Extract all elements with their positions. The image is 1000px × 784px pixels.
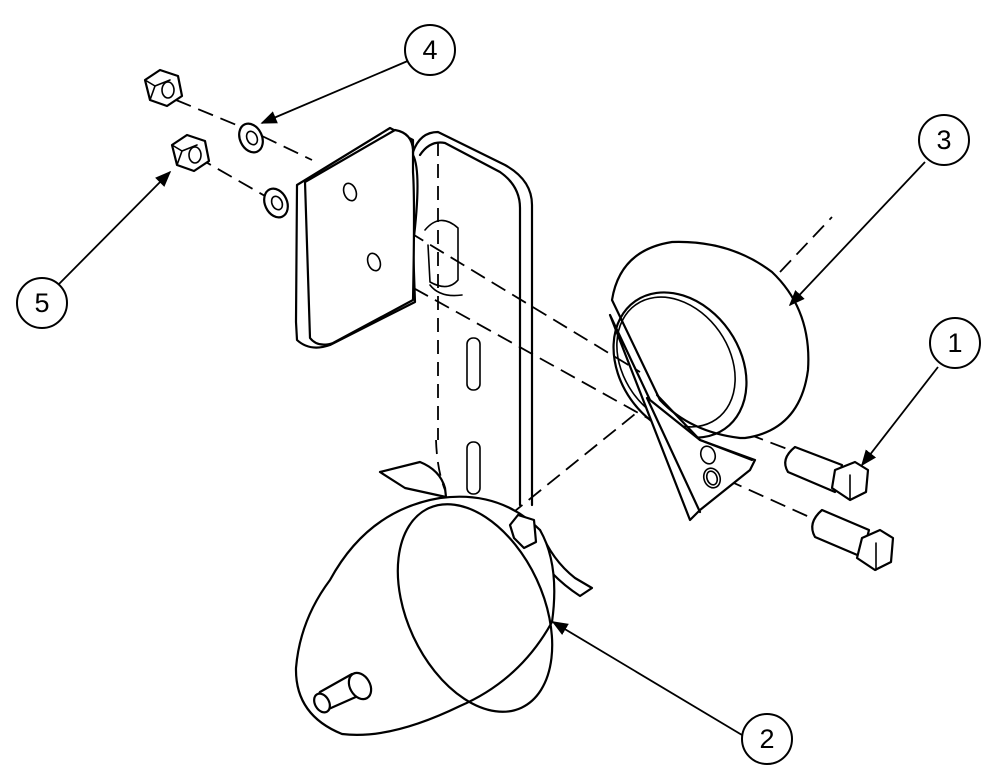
hex-nut-lower [170,133,211,173]
leader-lines [57,59,939,736]
washer-lower [263,187,289,219]
balloon-2-label: 2 [759,724,774,754]
cap-screw-lower [811,508,895,572]
mounting-bracket [294,126,594,598]
balloon-1-label: 1 [947,328,962,358]
balloon-3-label: 3 [936,125,951,155]
hex-nut-upper [143,68,184,108]
balloon-2: 2 [741,713,793,765]
balloon-4-label: 4 [422,35,437,65]
balloon-5-label: 5 [34,288,49,318]
washer-upper [238,122,264,154]
balloon-1: 1 [929,317,981,369]
cap-screw-upper [784,445,870,502]
balloon-3: 3 [918,114,970,166]
clamp-band [608,240,810,522]
balloon-5: 5 [16,277,68,329]
motor-body [294,495,556,736]
balloon-4: 4 [404,24,456,76]
